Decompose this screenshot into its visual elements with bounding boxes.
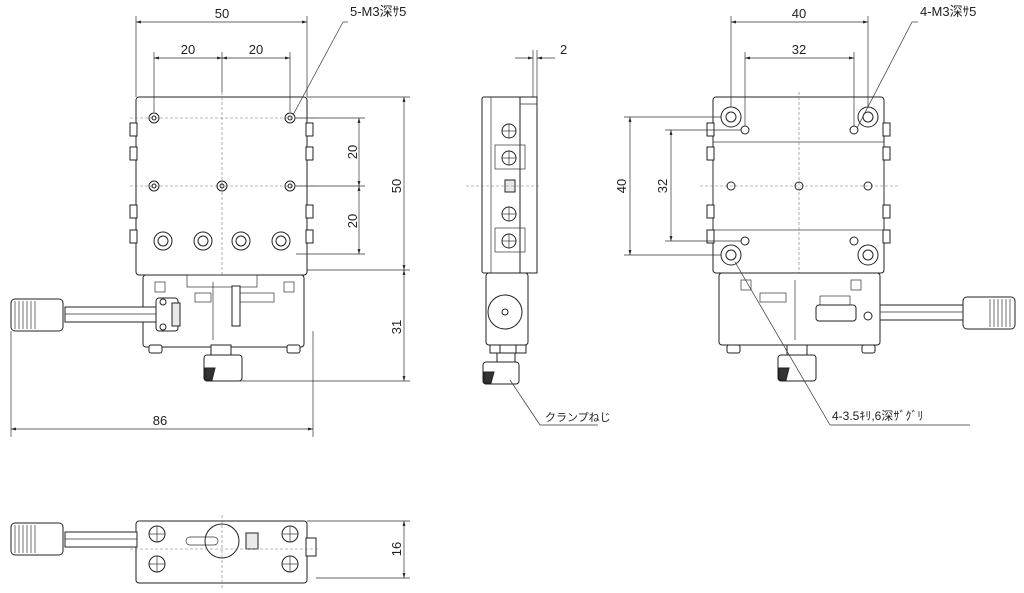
- bottom-view: [10, 515, 320, 588]
- bottom-screws: [148, 525, 299, 573]
- dim-front-thread: 5-M3深ｻ5: [350, 4, 406, 19]
- bottom-knob: [10, 522, 64, 556]
- dim-front-base: 31: [389, 320, 404, 334]
- dim-rear-thread: 4-M3深ｻ5: [920, 4, 976, 19]
- rear-rail-bumps: [706, 122, 891, 244]
- front-knob: [10, 298, 64, 332]
- side-view: [466, 96, 540, 385]
- dim-rear-inner-width: 32: [792, 42, 806, 57]
- dim-front-pitch-right: 20: [249, 42, 263, 57]
- label-clamp-screw: クランプねじ: [545, 411, 611, 424]
- side-dimensions: 2 クランプねじ: [509, 42, 611, 426]
- front-view: [10, 92, 316, 382]
- dim-front-total: 86: [153, 413, 167, 428]
- side-knob-end: [487, 294, 523, 330]
- bottom-dimensions: 16: [307, 520, 410, 579]
- bottom-body: [135, 520, 308, 584]
- dim-rear-inner-height: 32: [655, 179, 670, 193]
- dim-front-side-bottom: 20: [345, 214, 360, 228]
- front-counterbores: [153, 231, 291, 251]
- dim-rear-height: 40: [614, 179, 629, 193]
- dim-front-side-top: 20: [345, 145, 360, 159]
- rear-dimensions: 40 32 4-M3深ｻ5 40 32 4-3.5ｷﾘ,6深ｻﾞｸﾞﾘ: [614, 4, 976, 426]
- rear-knob: [962, 296, 1016, 330]
- dim-front-width: 50: [215, 6, 229, 21]
- dim-bottom-height: 16: [389, 542, 404, 556]
- rear-knob-shaft: [879, 304, 966, 321]
- front-dimensions: 50 20 20 5-M3深ｻ5 20 20 50 31 86: [10, 4, 410, 437]
- dim-rear-width: 40: [792, 6, 806, 21]
- label-rear-counterbore: 4-3.5ｷﾘ,6深ｻﾞｸﾞﾘ: [832, 409, 923, 423]
- dim-side-offset: 2: [560, 42, 567, 57]
- front-rail-bumps: [129, 122, 314, 244]
- dim-front-pitch-left: 20: [181, 42, 195, 57]
- front-knob-shaft: [64, 306, 161, 323]
- dim-front-height: 50: [389, 179, 404, 193]
- front-m3-holes: [148, 112, 296, 192]
- side-screws: [501, 123, 517, 249]
- rear-view: [700, 92, 1016, 382]
- bottom-knob-shaft: [64, 531, 138, 548]
